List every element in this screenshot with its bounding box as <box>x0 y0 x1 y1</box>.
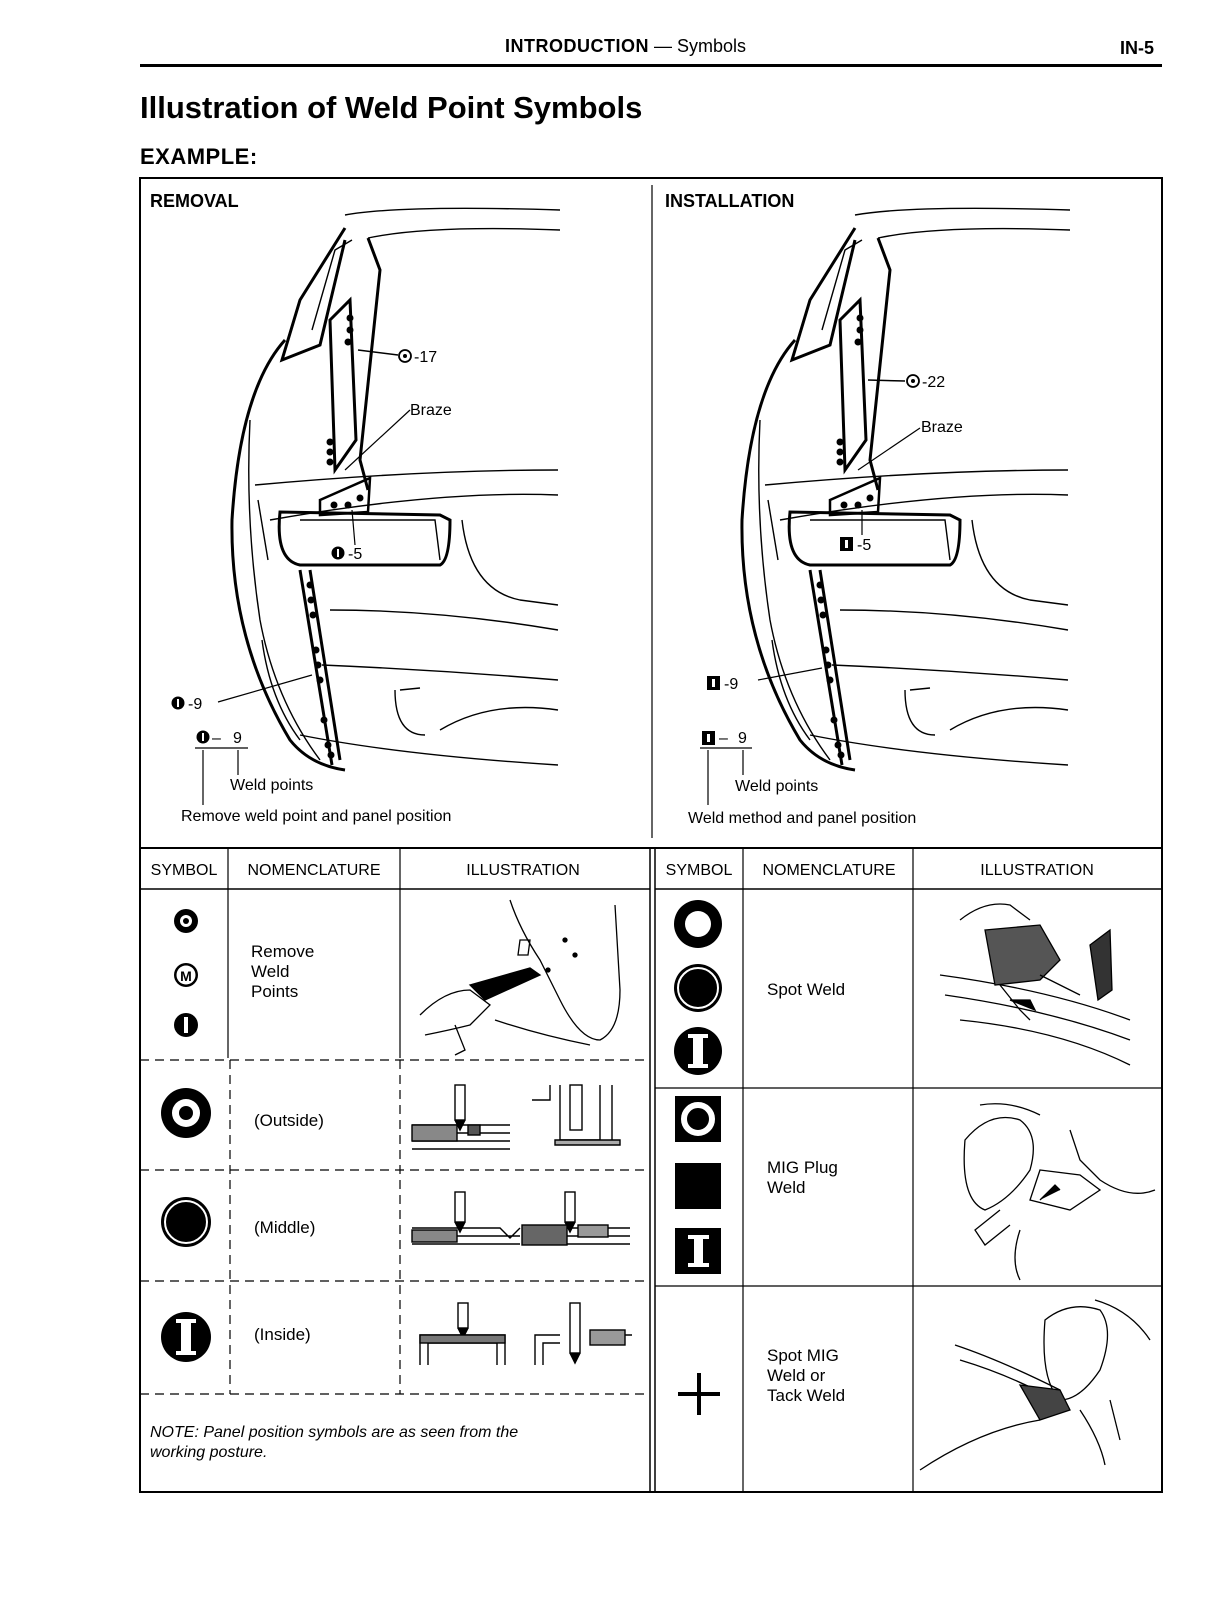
left-header-illustration: ILLUSTRATION <box>466 862 580 879</box>
installation-weld-dots <box>816 314 874 759</box>
symbol-o-outline-icon <box>906 374 920 388</box>
removal-car-illustration <box>230 207 561 772</box>
right-header-nomenclature: NOMENCLATURE <box>762 862 895 879</box>
nomenclature-outside: (Outside) <box>254 1111 324 1130</box>
svg-text:M: M <box>180 968 192 984</box>
installation-caption: Weld method and panel position <box>688 810 916 827</box>
removal-example: REMOVAL <box>150 191 561 825</box>
nomenclature-mig-plug-weld: MIG Plug Weld <box>767 1158 843 1197</box>
removal-caption: Remove weld point and panel position <box>181 808 451 825</box>
middle-section-illustration <box>411 1191 630 1246</box>
installation-callout-mid: -5 <box>857 537 871 554</box>
symbol-i-circle-icon <box>174 1013 198 1037</box>
spot-welder-illustration <box>939 903 1131 1066</box>
panel-position-note: NOTE: Panel position symbols are as seen… <box>150 1424 523 1461</box>
inside-section-illustration <box>419 1302 632 1365</box>
right-header-illustration: ILLUSTRATION <box>980 862 1094 879</box>
svg-text:–: – <box>719 730 728 747</box>
left-row-inside: (Inside) <box>161 1302 632 1365</box>
svg-text:M: M <box>686 974 711 1007</box>
right-row-spot-weld: M Spot Weld <box>674 900 1131 1075</box>
svg-text:M: M <box>682 1166 714 1208</box>
left-row-outside: (Outside) <box>161 1084 621 1150</box>
nomenclature-remove-weld-points: Remove Weld Points <box>251 942 319 1001</box>
removal-braze-label: Braze <box>410 402 452 419</box>
symbol-o-bullseye-icon <box>174 909 198 933</box>
header-title: INTRODUCTION — Symbols <box>505 36 747 56</box>
symbol-m-circle-icon: M <box>161 1197 211 1247</box>
removal-callout-mid: -5 <box>348 546 362 563</box>
installation-car-illustration <box>740 207 1071 772</box>
symbol-o-outline-icon <box>398 349 412 363</box>
nomenclature-inside: (Inside) <box>254 1325 311 1344</box>
symbol-m-circle-icon: M <box>174 963 198 987</box>
installation-callout-lower: -9 <box>724 676 738 693</box>
outside-section-illustration <box>411 1084 621 1150</box>
svg-text:–: – <box>212 730 221 747</box>
removal-weld-points-label: Weld points <box>230 777 313 794</box>
svg-text:M: M <box>174 1208 199 1241</box>
installation-callout-top: -22 <box>922 374 945 391</box>
spot-weld-i-icon <box>674 1027 722 1075</box>
left-row-middle: M (Middle) <box>161 1191 630 1247</box>
spot-weld-m-icon: M <box>674 964 722 1012</box>
removal-callout-lower: -9 <box>188 696 202 713</box>
nomenclature-spot-mig-tack: Spot MIG Weld or Tack Weld <box>767 1346 845 1405</box>
symbol-i-circle-icon <box>161 1312 211 1362</box>
installation-example: INSTALLATION <box>665 191 1071 827</box>
mig-welder-illustration <box>963 1103 1156 1281</box>
drill-removal-illustration <box>419 899 621 1056</box>
spot-weld-o-icon <box>674 900 722 948</box>
tack-welder-illustration <box>919 1299 1151 1471</box>
left-header-nomenclature: NOMENCLATURE <box>247 862 380 879</box>
right-row-spot-mig-tack: Spot MIG Weld or Tack Weld <box>678 1299 1151 1471</box>
left-symbol-table: SYMBOL NOMENCLATURE ILLUSTRATION M <box>140 848 651 1492</box>
installation-legend-num: 9 <box>738 730 747 747</box>
plus-icon <box>678 1373 720 1415</box>
installation-braze-label: Braze <box>921 419 963 436</box>
right-header-symbol: SYMBOL <box>666 862 733 879</box>
removal-legend-num: 9 <box>233 730 242 747</box>
outer-frame <box>139 177 1163 1493</box>
removal-callout-top: -17 <box>414 349 437 366</box>
installation-heading: INSTALLATION <box>665 191 794 211</box>
removal-weld-dots <box>306 314 364 759</box>
header-rule <box>140 64 1162 67</box>
nomenclature-middle: (Middle) <box>254 1218 315 1237</box>
mig-plug-m-square-icon: M <box>675 1163 721 1209</box>
left-header-symbol: SYMBOL <box>151 862 218 879</box>
page-number: IN-5 <box>1120 38 1155 58</box>
page-title: Illustration of Weld Point Symbols <box>140 90 643 125</box>
right-row-mig-plug-weld: M MIG Plug Weld <box>675 1096 1156 1281</box>
left-row-remove-weld-points: M Remove Weld Points <box>174 899 621 1056</box>
removal-heading: REMOVAL <box>150 191 239 211</box>
mig-plug-i-square-icon <box>675 1228 721 1274</box>
nomenclature-spot-weld: Spot Weld <box>767 980 845 999</box>
installation-weld-points-label: Weld points <box>735 778 818 795</box>
right-symbol-table: SYMBOL NOMENCLATURE ILLUSTRATION M Spot … <box>654 848 1162 1492</box>
symbol-o-bullseye-icon <box>161 1088 211 1138</box>
mig-plug-o-square-icon <box>675 1096 721 1142</box>
example-label: EXAMPLE: <box>140 144 258 169</box>
